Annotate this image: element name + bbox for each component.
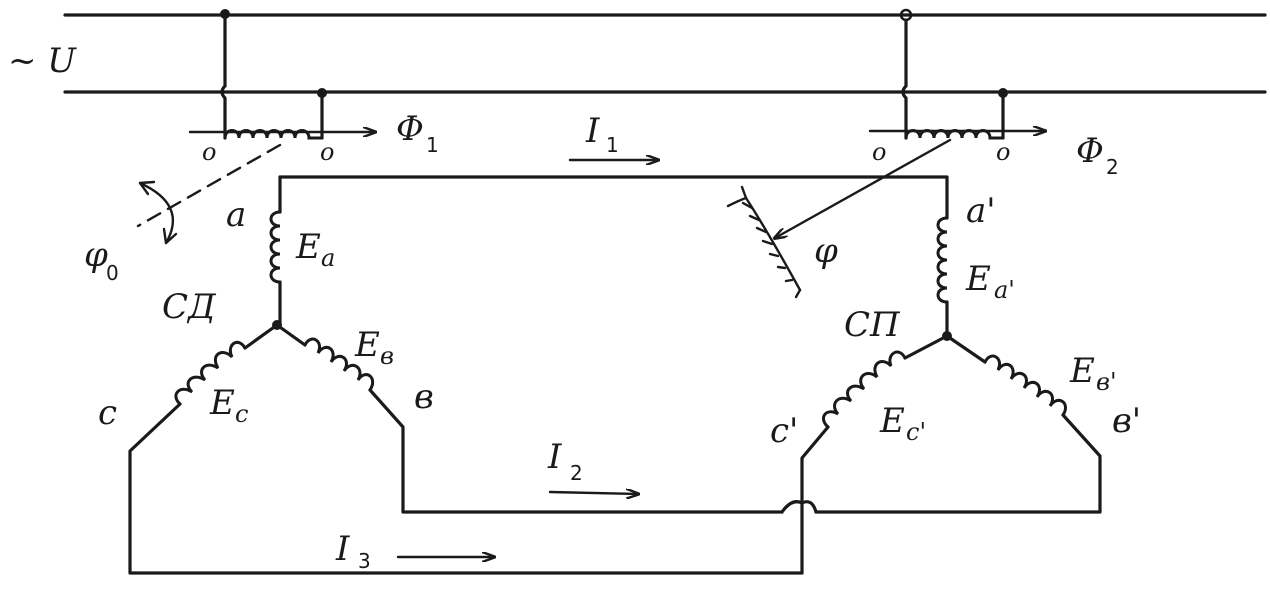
machine-label: СД <box>162 287 217 327</box>
rotor-coil-icon <box>904 129 1005 140</box>
phase-b-coil-icon <box>303 337 375 392</box>
angle-scale-icon <box>726 196 802 292</box>
selsyn1-excitation-winding: o o Φ 1 φ 0 <box>84 9 439 285</box>
terminal-b: в <box>414 377 434 417</box>
supply-voltage-label: ~ U <box>8 41 77 81</box>
winding-terminal: o <box>872 138 886 166</box>
machine-label: СП <box>844 305 901 345</box>
emf-a-label: E <box>295 227 321 267</box>
emf-b-subscript: в <box>380 342 394 370</box>
winding-terminal: o <box>202 138 216 166</box>
rotor-axis-dashed <box>136 143 282 228</box>
phase-c2-coil-icon <box>822 350 907 429</box>
terminal-c: c <box>98 393 117 433</box>
current-i3: I 3 <box>335 529 494 573</box>
phase-a2-coil-icon <box>936 216 949 304</box>
flux1-subscript: 1 <box>426 133 439 157</box>
supply-lines <box>63 13 1267 94</box>
emf-b-label: E <box>354 325 380 365</box>
current-label: I <box>585 111 600 151</box>
wire-crossover <box>780 500 818 514</box>
current-subscript: 3 <box>358 549 371 573</box>
winding-terminal: o <box>320 138 334 166</box>
emf-c2-subscript: c' <box>906 418 926 446</box>
phase-b2-coil-icon <box>983 354 1067 417</box>
angle-label: φ <box>814 231 838 271</box>
angle0-label: φ <box>84 235 108 275</box>
angle0-subscript: 0 <box>106 261 119 285</box>
terminal-b2: в' <box>1112 401 1141 441</box>
rotation-arrow-icon <box>138 181 175 245</box>
current-subscript: 2 <box>570 461 583 485</box>
terminal-c2: c' <box>770 411 798 451</box>
emf-a2-subscript: a' <box>994 276 1015 304</box>
rotor-coil-icon <box>223 129 324 140</box>
selsyn2-stator: a' E a' СП E в' в' c' E c' <box>278 175 1141 575</box>
rotor-pointer-arrow <box>775 138 952 238</box>
selsyn2-excitation-winding: o o Φ 2 φ <box>726 8 1119 299</box>
emf-a-subscript: a <box>321 244 335 272</box>
emf-c-subscript: c <box>235 400 248 428</box>
selsyn1-stator: a E a СД E в в c E c <box>98 175 804 575</box>
flux2-subscript: 2 <box>1106 155 1119 179</box>
emf-c2-label: E <box>879 401 905 441</box>
emf-b2-label: E <box>1069 351 1095 391</box>
phase-c-coil-icon <box>174 340 247 406</box>
current-i2: I 2 <box>547 437 638 494</box>
flux1-label: Φ <box>396 109 424 149</box>
flux2-label: Φ <box>1076 131 1104 171</box>
current-label: I <box>547 437 562 477</box>
terminal-a2: a' <box>966 191 996 231</box>
phase-a-coil-icon <box>269 210 282 284</box>
emf-c-label: E <box>209 383 235 423</box>
current-subscript: 1 <box>606 133 619 157</box>
winding-terminal: o <box>996 138 1010 166</box>
emf-a2-label: E <box>965 259 991 299</box>
terminal-a: a <box>226 195 246 235</box>
current-label: I <box>335 529 350 569</box>
current-direction-arrow <box>548 492 638 494</box>
current-i1: I 1 <box>568 111 658 160</box>
emf-b2-subscript: в' <box>1096 368 1117 396</box>
